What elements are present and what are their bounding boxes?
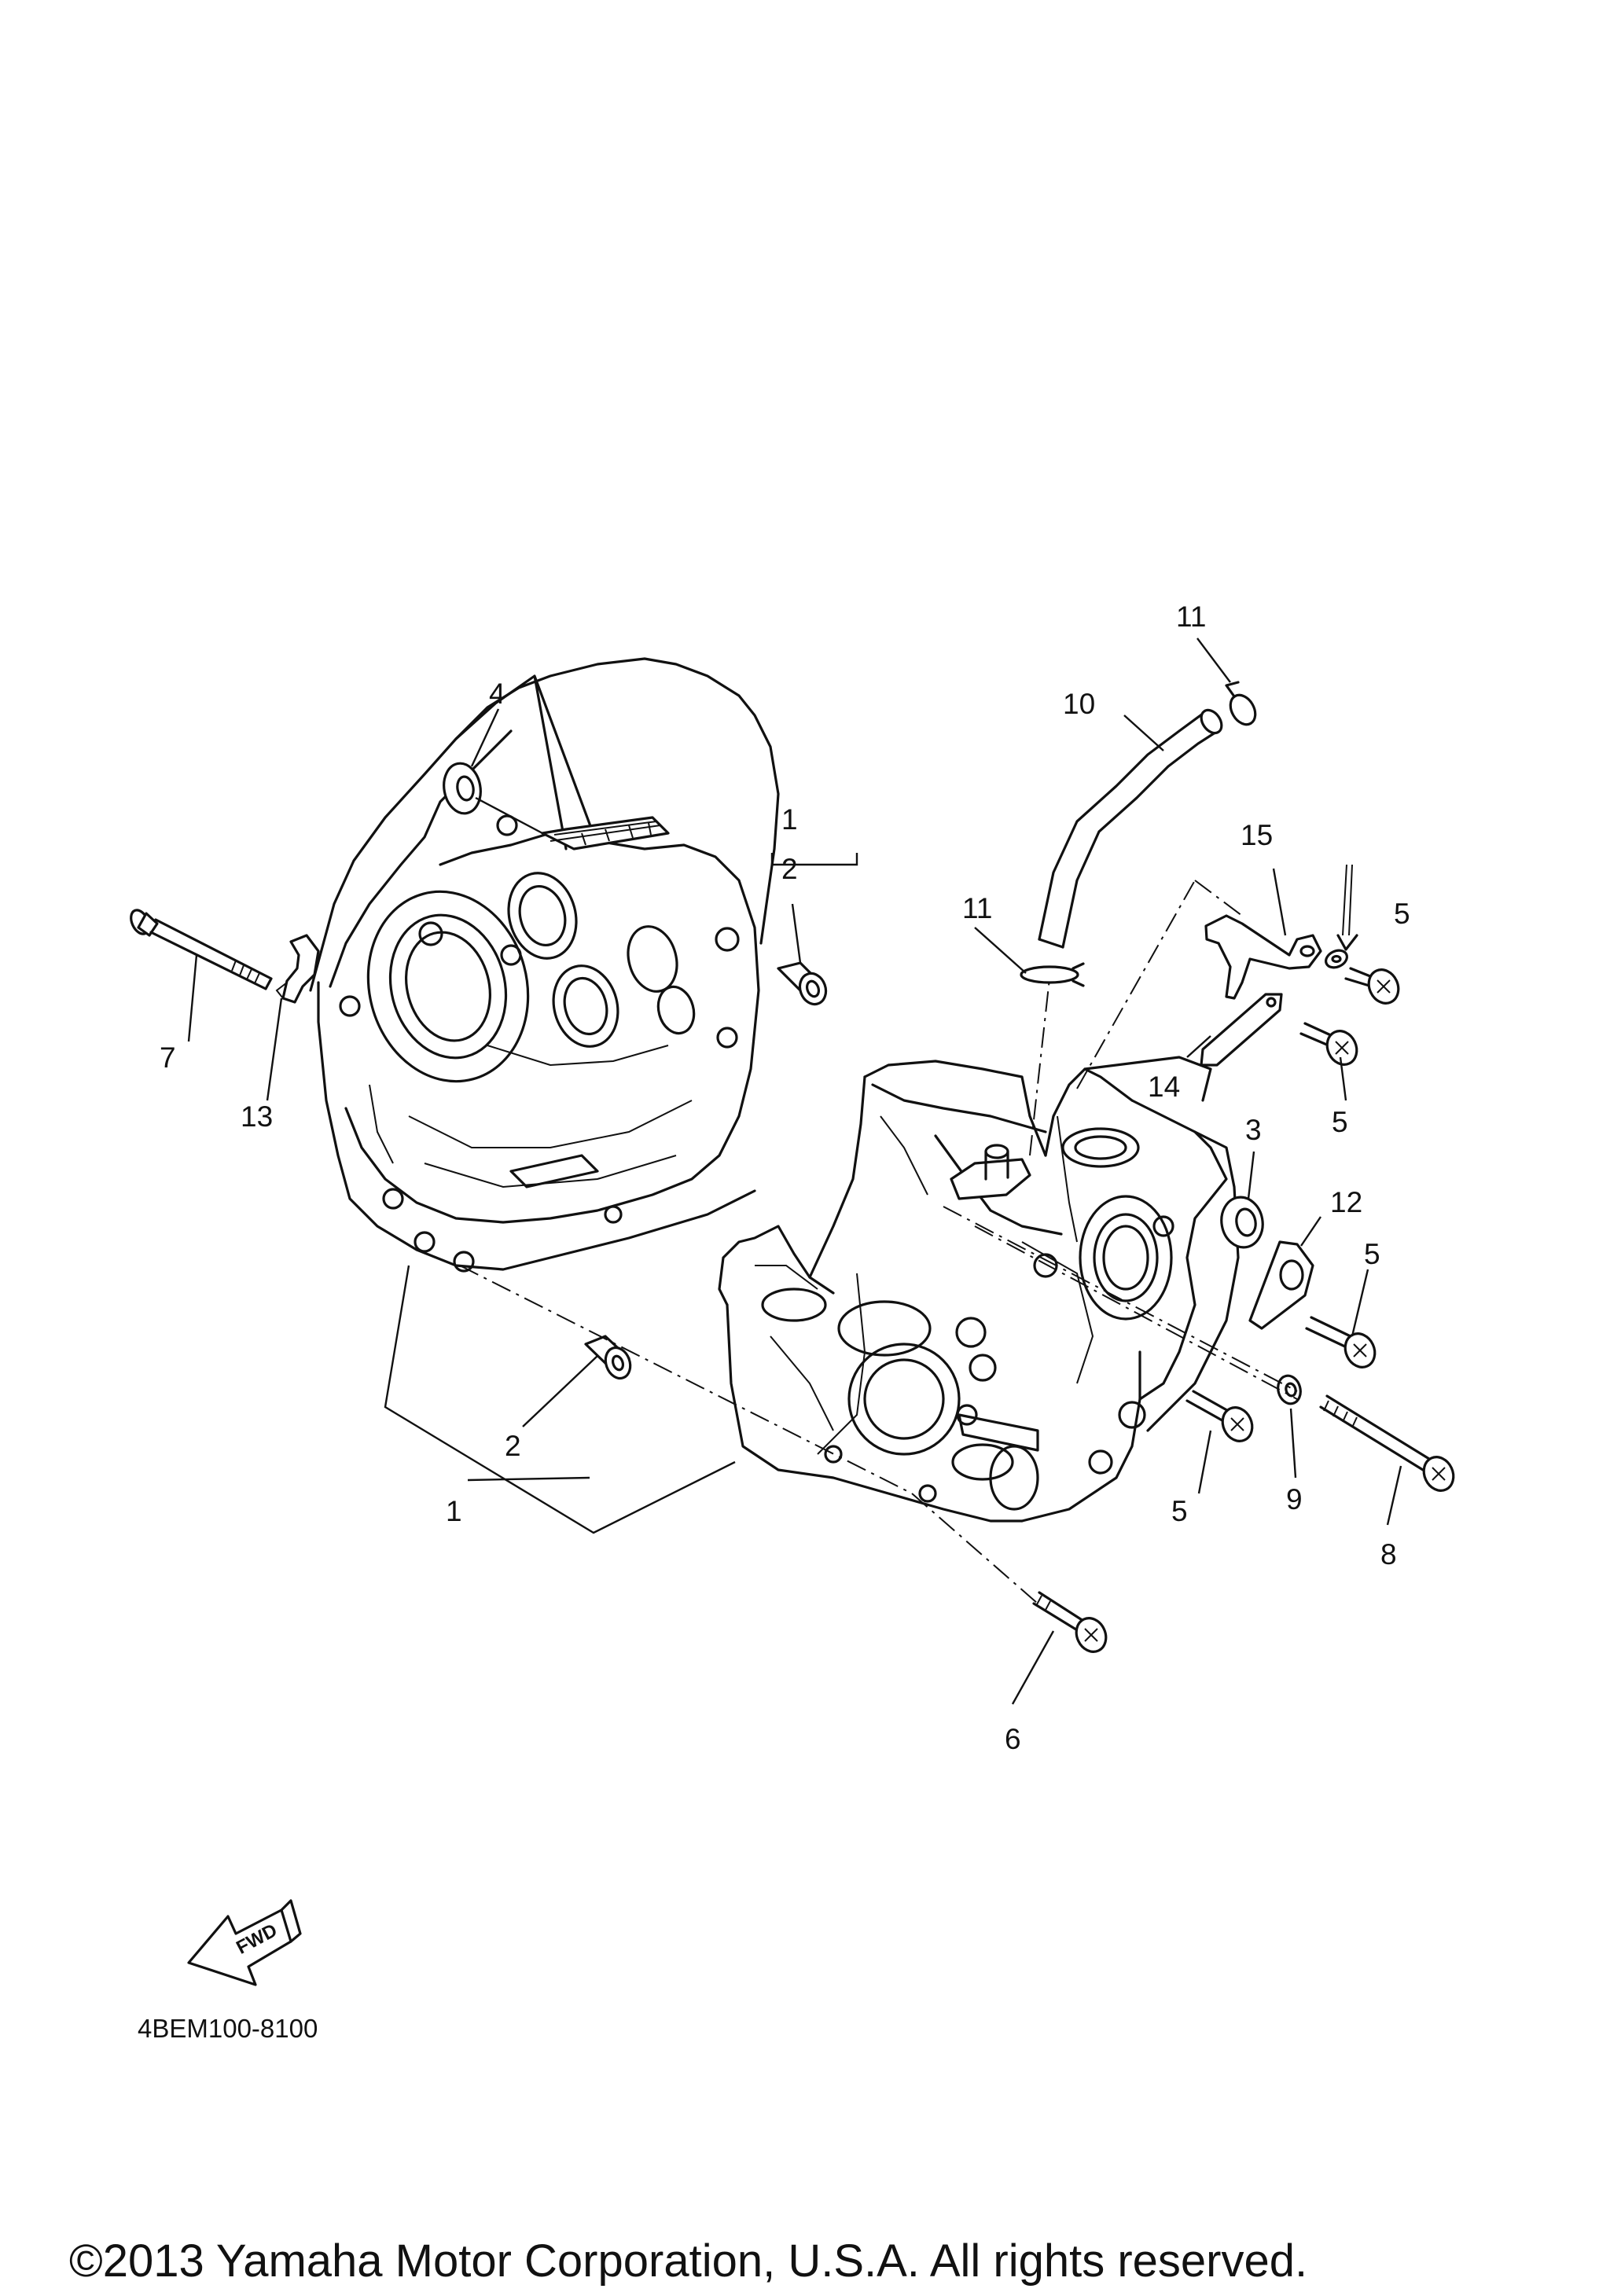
plate-part-14	[1200, 993, 1283, 1067]
bolt-part-5-middle	[1305, 1316, 1377, 1368]
alignment-lines	[459, 880, 1298, 1604]
bracket-part-12	[1248, 1240, 1314, 1330]
callout-5: 5	[1364, 1238, 1380, 1270]
diagram-code: 4BEM100-8100	[138, 2014, 318, 2043]
callout-2: 2	[505, 1430, 521, 1462]
callout-2: 2	[781, 853, 798, 885]
callout-12: 12	[1330, 1186, 1362, 1218]
callout-5: 5	[1332, 1106, 1348, 1138]
washer-part-4	[443, 762, 482, 815]
callout-11: 11	[1176, 601, 1206, 633]
clip-part-13	[275, 934, 320, 1004]
callout-5: 5	[1171, 1495, 1188, 1527]
forward-arrow-icon: FWD	[187, 1899, 302, 1986]
bracket-part-15	[1204, 914, 1322, 1000]
leader-lines	[187, 637, 1402, 1705]
dowel-pin-part-2-upper	[777, 961, 828, 1006]
breather-hose-part-10	[1038, 708, 1223, 949]
copyright-notice: ©2013 Yamaha Motor Corporation, U.S.A. A…	[69, 2235, 1307, 2287]
bolt-part-5-lower	[1185, 1390, 1254, 1442]
oil-seal-part-3	[1220, 1196, 1264, 1249]
callout-1: 1	[446, 1495, 462, 1527]
callout-5: 5	[1394, 898, 1410, 930]
callout-9: 9	[1286, 1483, 1303, 1515]
callout-7: 7	[160, 1041, 176, 1074]
bolt-part-7	[130, 909, 273, 990]
callout-4: 4	[489, 678, 505, 710]
callout-8: 8	[1380, 1538, 1397, 1570]
callout-11: 11	[962, 892, 992, 924]
bolt-part-6	[1032, 1591, 1108, 1653]
callout-numbers: 4 1 2 7 13 11 10 15 5 11 14 5 3 12 5 2 1…	[160, 601, 1410, 1755]
bolt-part-5-upper	[1299, 1022, 1358, 1066]
dowel-pin-part-2-lower	[584, 1335, 632, 1380]
callout-10: 10	[1063, 688, 1095, 720]
hose-clamp-part-11-middle	[1020, 962, 1085, 987]
ground-lead	[1325, 864, 1358, 969]
hose-clamp-part-11-top	[1225, 681, 1257, 726]
bolt-part-5-top	[1344, 967, 1400, 1005]
left-crankcase-half	[309, 657, 780, 1273]
bolt-part-8	[1319, 1394, 1455, 1492]
callout-3: 3	[1245, 1114, 1262, 1146]
callout-6: 6	[1005, 1723, 1021, 1755]
callout-15: 15	[1241, 819, 1273, 851]
washer-part-9	[1277, 1374, 1302, 1405]
right-crankcase-half	[718, 1056, 1240, 1523]
callout-14: 14	[1148, 1071, 1180, 1103]
callout-13: 13	[241, 1100, 273, 1133]
callout-1: 1	[781, 803, 798, 836]
